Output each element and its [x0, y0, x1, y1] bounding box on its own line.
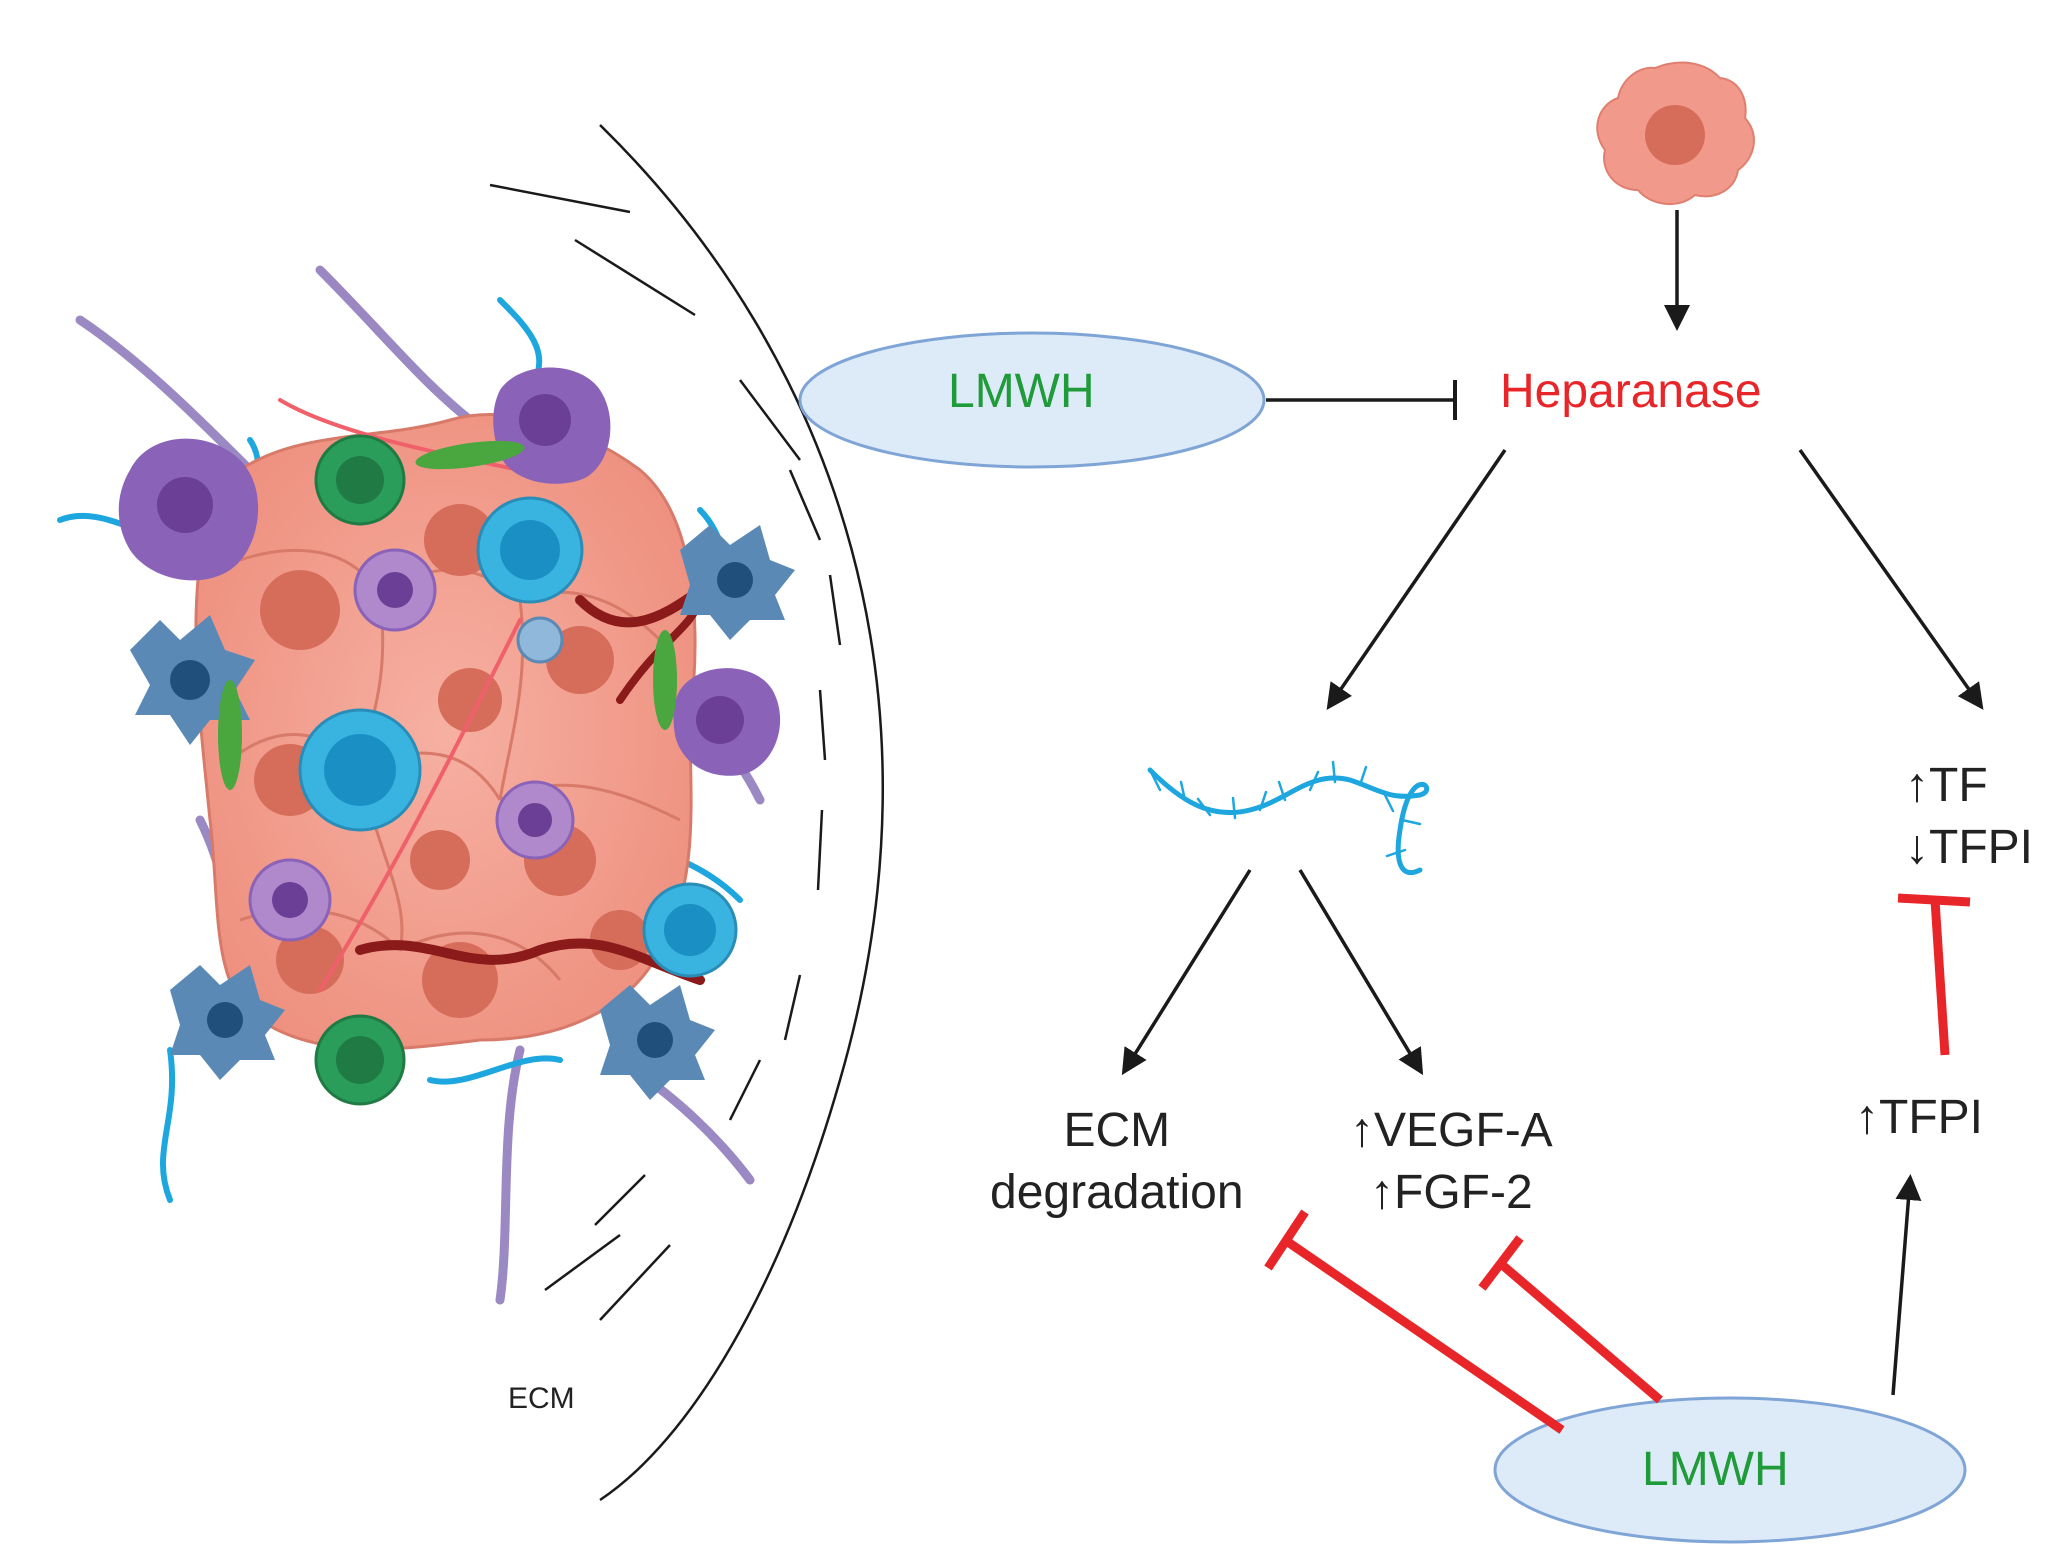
lymphocytes-blue: [298, 496, 738, 978]
arrow-hs-to-growth-factors: [1298, 869, 1424, 1076]
fgf-2-label: ↑FGF-2: [1370, 1166, 1533, 1219]
arrow-heparanase-to-tf: [1798, 448, 1984, 710]
vegf-a-label: ↑VEGF-A: [1350, 1104, 1553, 1157]
inhibit-bar-ecm-degradation: [1264, 1209, 1309, 1271]
tumor-microenvironment-illustration: [57, 265, 795, 1305]
lmwh-label-top: LMWH: [948, 365, 1095, 418]
inhibit-lmwh-to-ecm-degradation: [1282, 1236, 1565, 1434]
ecm-label: ECM: [508, 1382, 575, 1415]
lmwh-ellipse-top: [798, 331, 1266, 469]
growth-factors-label: ↑VEGF-A ↑FGF-2: [1350, 1100, 1553, 1224]
inhibit-bar-tf: [1897, 893, 1971, 907]
tfpi-up-label: ↑TFPI: [1855, 1091, 1983, 1144]
inhibit-tfpi-to-tf: [1930, 899, 1950, 1056]
arrow-heparanase-to-hs: [1326, 449, 1507, 710]
spindle-cells-green: [218, 440, 677, 790]
tfpi-down-label: ↓TFPI: [1905, 821, 2033, 874]
lmwh-label-bottom: LMWH: [1642, 1443, 1789, 1496]
tf-up-label: ↑TF: [1905, 759, 1988, 812]
dendritic-nuclei: [272, 572, 552, 918]
macrophages: [118, 367, 781, 776]
inhibit-bar-growth-factors: [1478, 1235, 1524, 1291]
ecm-degradation-line-1: ECM: [1063, 1104, 1171, 1157]
ecm-degradation-line-2: degradation: [990, 1166, 1244, 1219]
ecm-degradation-label: ECM degradation: [990, 1100, 1244, 1224]
arrow-hs-to-ecm-degradation: [1121, 869, 1252, 1076]
heparan-sulfate-chain-icon: [1147, 760, 1430, 875]
inhibit-lmwh-to-growth-factors: [1497, 1259, 1663, 1404]
lmwh-ellipse-bottom: [1493, 1396, 1967, 1544]
tumor-cell-icon: [1596, 61, 1755, 206]
tf-tfpi-label: ↑TF ↓TFPI: [1905, 755, 2033, 879]
heparanase-label: Heparanase: [1500, 365, 1762, 418]
ecm-boundary: [489, 124, 884, 1502]
arrow-lmwh-to-tfpi: [1891, 1174, 1922, 1396]
t-cells-green: [314, 434, 406, 1106]
